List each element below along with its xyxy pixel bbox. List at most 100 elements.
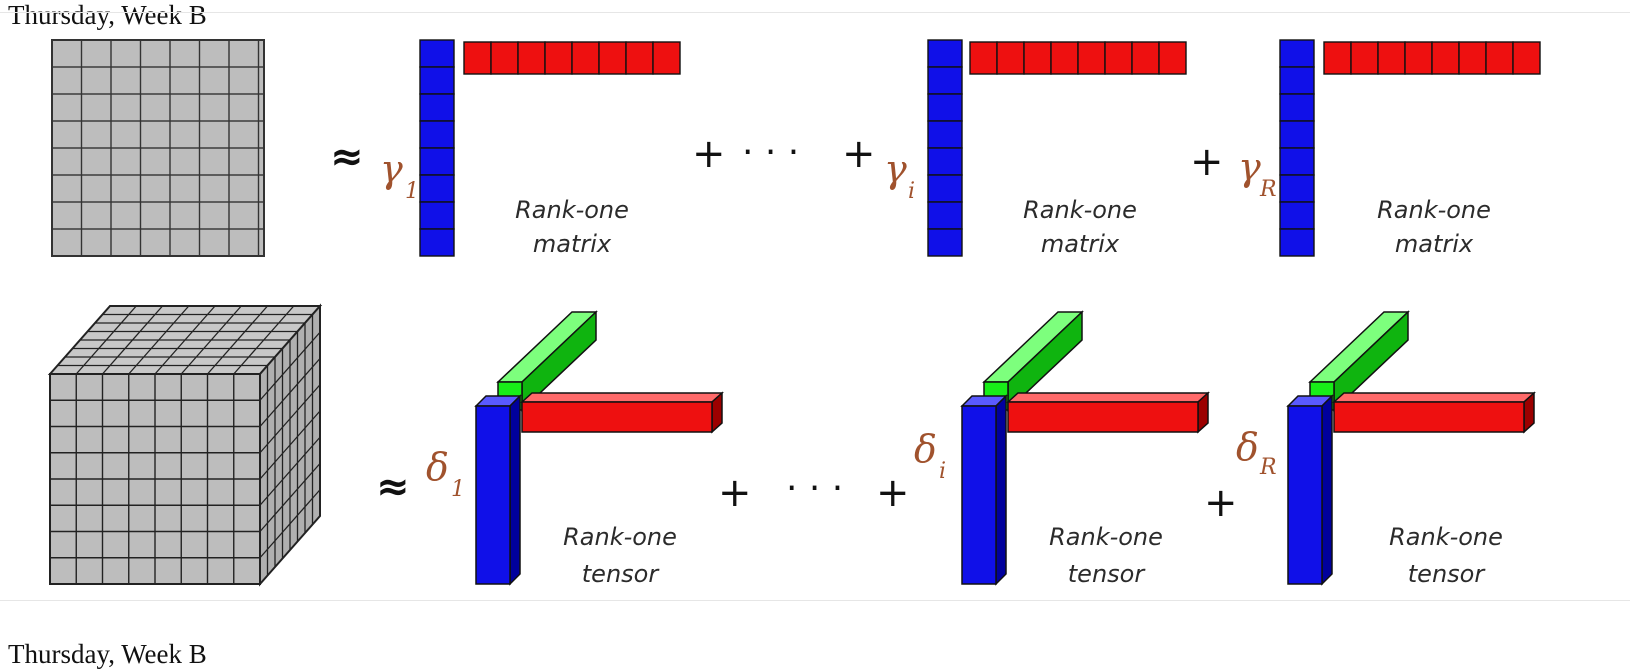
blue-vector-front bbox=[961, 405, 997, 585]
caption-line1: Rank-one bbox=[1389, 523, 1503, 551]
rank-one-matrix-term-1: γ 1 Rank-one matrix bbox=[380, 39, 681, 258]
approx-symbol-tensor: ≈ bbox=[376, 464, 410, 510]
grid-line bbox=[259, 436, 321, 506]
grid-line bbox=[233, 305, 295, 375]
tensor-vectors bbox=[960, 310, 1210, 586]
coef-gamma-R: γ bbox=[1238, 145, 1261, 189]
coef-delta-1: δ bbox=[426, 445, 449, 489]
grid-line bbox=[180, 305, 242, 375]
red-row-vector bbox=[463, 41, 681, 75]
vector-cell bbox=[544, 41, 573, 75]
top-divider bbox=[0, 12, 1630, 13]
vector-cell bbox=[1404, 41, 1433, 75]
blue-vector-side bbox=[1321, 394, 1333, 586]
plus-symbol: + bbox=[1204, 480, 1238, 526]
coef-gamma-1-subscript: 1 bbox=[405, 179, 419, 204]
vector-cell bbox=[571, 41, 600, 75]
rank-one-tensor-term-i: δ i Rank-one tensor bbox=[914, 310, 1210, 588]
vector-cell bbox=[490, 41, 519, 75]
vector-cell bbox=[419, 93, 455, 122]
coef-delta-1-subscript: 1 bbox=[451, 477, 465, 502]
coef-gamma-i: γ bbox=[884, 147, 907, 191]
vector-cell bbox=[927, 120, 963, 149]
red-vector-top bbox=[1332, 392, 1536, 403]
vector-cell bbox=[927, 174, 963, 203]
vector-cell bbox=[1279, 201, 1315, 230]
plus-symbol: + bbox=[842, 131, 876, 177]
vector-cell bbox=[1077, 41, 1106, 75]
vector-cell bbox=[1279, 120, 1315, 149]
rank-one-tensor-term-1: δ 1 Rank-one tensor bbox=[426, 310, 724, 588]
caption-line2: tensor bbox=[582, 560, 661, 588]
vector-cell bbox=[1279, 93, 1315, 122]
vector-cell bbox=[1279, 174, 1315, 203]
grid-line bbox=[259, 410, 321, 480]
red-row-vector bbox=[1323, 41, 1541, 75]
red-row-vector bbox=[969, 41, 1187, 75]
coef-delta-i-subscript: i bbox=[939, 459, 946, 484]
red-vector-top bbox=[1006, 392, 1210, 403]
vector-cell bbox=[927, 201, 963, 230]
caption-line1: Rank-one bbox=[1377, 196, 1491, 224]
vector-cell bbox=[1458, 41, 1487, 75]
red-vector-front bbox=[521, 401, 713, 433]
caption-line2: tensor bbox=[1068, 560, 1147, 588]
blue-vector-front bbox=[1287, 405, 1323, 585]
caption-line1: Rank-one bbox=[515, 196, 629, 224]
vector-cell bbox=[1279, 228, 1315, 257]
rank-one-matrix-term-i: γ i Rank-one matrix bbox=[884, 39, 1187, 258]
grid-line bbox=[259, 489, 321, 559]
vector-cell bbox=[1512, 41, 1541, 75]
coef-delta-i: δ bbox=[914, 427, 937, 471]
vector-cell bbox=[927, 93, 963, 122]
header-date-label: Thursday, Week B bbox=[8, 0, 207, 30]
blue-column-vector bbox=[927, 39, 963, 257]
caption-line1: Rank-one bbox=[1023, 196, 1137, 224]
grid-line bbox=[259, 463, 321, 532]
vector-cell bbox=[1485, 41, 1514, 75]
coef-delta-R: δ bbox=[1236, 425, 1259, 469]
red-vector-front bbox=[1007, 401, 1199, 433]
caption-line2: matrix bbox=[1041, 230, 1120, 258]
coef-gamma-1: γ bbox=[380, 147, 403, 191]
red-vector-front bbox=[1333, 401, 1525, 433]
vector-cell bbox=[927, 147, 963, 176]
vector-cell bbox=[1131, 41, 1160, 75]
vector-cell bbox=[1023, 41, 1052, 75]
vector-cell bbox=[1279, 39, 1315, 68]
vector-cell bbox=[1323, 41, 1352, 75]
caption-line2: matrix bbox=[533, 230, 612, 258]
coef-gamma-i-subscript: i bbox=[908, 179, 915, 204]
blue-column-vector bbox=[419, 39, 455, 257]
plus-symbol: + bbox=[1190, 139, 1224, 185]
vector-cell bbox=[1377, 41, 1406, 75]
vector-cell bbox=[1350, 41, 1379, 75]
blue-vector-side bbox=[509, 394, 521, 586]
vector-cell bbox=[1279, 147, 1315, 176]
coef-gamma-R-subscript: R bbox=[1259, 177, 1277, 202]
vector-cell bbox=[419, 228, 455, 257]
rank-one-matrix-term-R: γ R Rank-one matrix bbox=[1238, 39, 1541, 258]
vector-cell bbox=[1158, 41, 1187, 75]
plus-symbol: + bbox=[718, 470, 752, 516]
blue-column-vector bbox=[1279, 39, 1315, 257]
vector-cell bbox=[1050, 41, 1079, 75]
vector-cell bbox=[598, 41, 627, 75]
vector-cell bbox=[625, 41, 654, 75]
vector-cell bbox=[419, 39, 455, 68]
vector-cell bbox=[1104, 41, 1133, 75]
blue-vector-side bbox=[995, 394, 1007, 586]
vector-cell bbox=[463, 41, 492, 75]
vector-cell bbox=[419, 201, 455, 230]
source-matrix bbox=[51, 39, 265, 257]
caption-line2: tensor bbox=[1408, 560, 1487, 588]
vector-cell bbox=[927, 228, 963, 257]
vector-cell bbox=[652, 41, 681, 75]
blue-vector-front bbox=[475, 405, 511, 585]
grid-line bbox=[207, 305, 268, 375]
ellipsis: · · · bbox=[786, 468, 843, 509]
tensor-vectors bbox=[1286, 310, 1536, 586]
vector-cell bbox=[996, 41, 1025, 75]
ellipsis: · · · bbox=[742, 132, 799, 173]
approx-symbol-matrix: ≈ bbox=[330, 134, 364, 180]
